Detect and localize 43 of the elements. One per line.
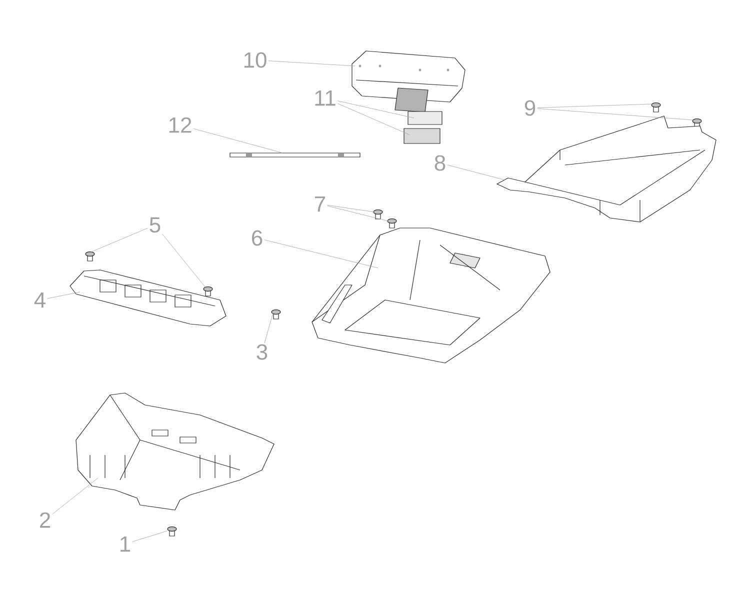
leader-line — [193, 128, 284, 154]
leader-line — [90, 228, 148, 252]
leader-line — [327, 206, 388, 222]
leader-line — [337, 100, 414, 118]
screw-drawing — [203, 286, 213, 296]
callout-number: 11 — [315, 90, 336, 106]
screw-drawing — [651, 102, 661, 112]
callout-number: 3 — [256, 344, 268, 360]
screw-drawing — [271, 310, 281, 320]
leader-line — [327, 204, 374, 212]
callout-number: 10 — [244, 52, 266, 68]
pad — [404, 128, 440, 144]
screw-drawing — [373, 210, 383, 220]
callout-number: 9 — [524, 100, 536, 116]
screw-drawing — [387, 218, 397, 228]
callout-number: 1 — [120, 536, 130, 552]
cable-drawing — [230, 152, 360, 158]
leader-line — [537, 108, 694, 120]
cover-drawing — [312, 228, 550, 364]
callout-number: 5 — [150, 217, 160, 233]
leader-line — [268, 60, 356, 66]
leader-line — [47, 292, 80, 299]
base-drawing — [76, 392, 274, 510]
leader-line — [447, 164, 506, 180]
leader-line — [132, 530, 168, 542]
leader-line — [337, 103, 410, 136]
leader-line — [162, 234, 206, 288]
tray-drawing — [496, 116, 716, 222]
callout-number: 12 — [169, 117, 192, 133]
bracket-drawing — [70, 270, 226, 326]
leader-line — [537, 104, 652, 108]
leader-line — [264, 240, 378, 268]
screw-drawing — [85, 252, 95, 262]
callout-number: 7 — [315, 196, 326, 212]
leader-line — [52, 478, 98, 514]
leader-line — [264, 312, 274, 344]
callout-number: 6 — [252, 230, 262, 246]
callout-number: 4 — [34, 292, 46, 308]
control-unit-drawing — [352, 50, 466, 112]
screw-drawing — [167, 526, 177, 536]
pad — [408, 111, 442, 125]
callout-number: 8 — [434, 155, 446, 171]
callout-number: 2 — [40, 512, 50, 528]
